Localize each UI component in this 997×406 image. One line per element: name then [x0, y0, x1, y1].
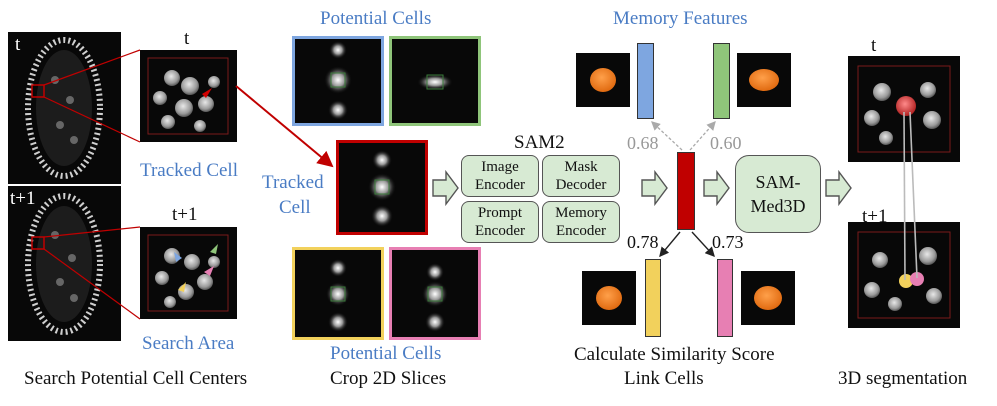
- sam-med3d-line1: SAM-: [755, 172, 801, 192]
- mask-decoder-line2: Decoder: [555, 177, 607, 193]
- tracked-cell-label: Tracked Cell: [140, 160, 238, 181]
- stage4-caption: 3D segmentation: [838, 368, 968, 389]
- feature-bar-pink: [717, 259, 733, 337]
- flow-arrows: [432, 169, 852, 207]
- stage2-caption: Crop 2D Slices: [330, 368, 447, 389]
- seg-cells-t1: [857, 231, 951, 319]
- seg-link-lines: [903, 111, 918, 281]
- memory-encoder-line2: Encoder: [556, 223, 606, 239]
- seg-time-t: t: [871, 35, 877, 56]
- feature-bar-yellow: [645, 259, 661, 337]
- tracked-cell-side-label-2: Cell: [279, 197, 311, 218]
- memory-encoder-line1: Memory: [555, 205, 607, 221]
- potential-cells-bottom-label: Potential Cells: [330, 343, 442, 364]
- similarity-arrows: [651, 121, 716, 258]
- stage1-caption: Search Potential Cell Centers: [24, 368, 248, 389]
- mask-decoder-line1: Mask: [564, 159, 598, 175]
- score-yellow: 0.78: [627, 232, 659, 252]
- score-pink: 0.73: [712, 232, 744, 252]
- sam-med3d-box: SAM- Med3D: [735, 155, 821, 233]
- memory-feature-bar-green: [713, 43, 730, 119]
- prompt-encoder-line1: Prompt: [477, 205, 523, 221]
- memory-feature-bar-blue: [637, 43, 654, 119]
- score-blue: 0.68: [627, 133, 659, 153]
- slice-cells: [324, 41, 453, 332]
- embryo-cells-t: [25, 37, 103, 179]
- search-area-label: Search Area: [142, 333, 235, 354]
- seg-time-t1: t+1: [862, 206, 888, 227]
- potential-cells-top-label: Potential Cells: [320, 8, 432, 29]
- prompt-encoder-line2: Encoder: [475, 223, 525, 239]
- zoom-cells-t1: [147, 234, 229, 312]
- sam-med3d-line2: Med3D: [750, 196, 806, 216]
- mask-thumbs: [590, 68, 782, 310]
- embryo-time-t: t: [15, 34, 21, 55]
- stage3-caption-line1: Calculate Similarity Score: [574, 344, 775, 365]
- tracked-feature-bar: [677, 152, 695, 230]
- zoom-time-t1: t+1: [172, 204, 198, 225]
- score-green: 0.60: [710, 133, 742, 153]
- sam2-title: SAM2: [514, 132, 565, 153]
- stage3-caption-line2: Link Cells: [624, 368, 704, 389]
- image-encoder-line2: Encoder: [475, 177, 525, 193]
- zoom-time-t: t: [184, 28, 190, 49]
- image-encoder-line1: Image: [481, 159, 519, 175]
- embryo-time-t1: t+1: [10, 188, 36, 209]
- tracked-arrow: [235, 85, 334, 168]
- tracked-cell-side-label-1: Tracked: [262, 172, 324, 193]
- zoom-panel-t1: [140, 227, 237, 319]
- zoom-connectors: [43, 49, 141, 320]
- memory-features-label: Memory Features: [613, 8, 748, 29]
- zoom-cells-t: [147, 57, 229, 135]
